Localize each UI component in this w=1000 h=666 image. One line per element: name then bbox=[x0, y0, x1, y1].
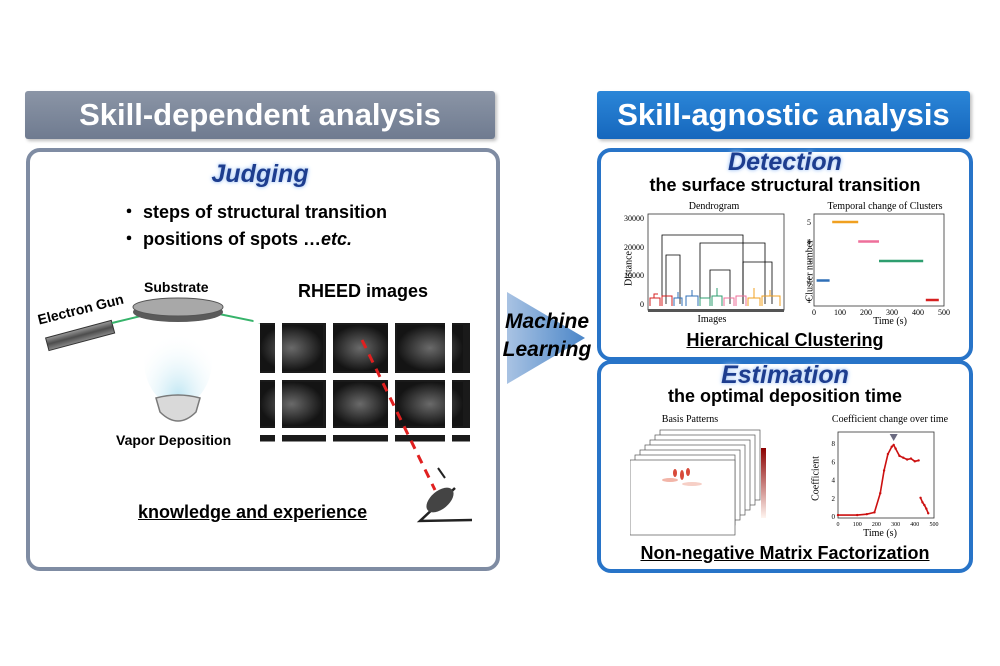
coefficient-ytick: 6 bbox=[832, 458, 836, 466]
coefficient-ytick: 2 bbox=[832, 495, 836, 503]
coefficient-point bbox=[890, 445, 893, 448]
rheed-apparatus-illustration bbox=[44, 297, 477, 523]
machine-learning-label: Machine Learning bbox=[497, 308, 597, 364]
dendrogram-xlabel: Images bbox=[697, 314, 727, 325]
hierarchical-clustering-label: Hierarchical Clustering bbox=[686, 330, 884, 350]
dendrogram-chart: 30000 20000 10000 0 bbox=[624, 213, 785, 312]
coefficient-xtick: 100 bbox=[853, 522, 862, 528]
clusters-ytick: 3 bbox=[807, 257, 811, 266]
clusters-xtick: 400 bbox=[912, 308, 924, 317]
coefficient-point bbox=[865, 512, 868, 516]
clusters-xtick: 0 bbox=[812, 308, 816, 317]
coefficient-point bbox=[894, 447, 897, 450]
dendrogram-title: Dendrogram bbox=[688, 201, 740, 212]
coefficient-point bbox=[913, 460, 916, 463]
skill-dependent-header: Skill-dependent analysis bbox=[25, 91, 495, 139]
dendrogram-ytick: 0 bbox=[640, 300, 644, 309]
bullet-suffix: etc. bbox=[321, 229, 353, 249]
electron-gun-icon bbox=[44, 319, 116, 352]
coefficient-point bbox=[879, 492, 882, 495]
vapor-plume bbox=[144, 314, 212, 406]
coefficient-point bbox=[921, 501, 924, 504]
coefficient-point bbox=[927, 512, 930, 515]
bullet-positions: ・ positions of spots …etc. bbox=[120, 225, 352, 251]
coefficient-xtick: 200 bbox=[872, 522, 881, 528]
coefficient-point bbox=[905, 458, 909, 461]
clusters-plot-frame bbox=[813, 213, 945, 307]
clusters-xtick: 500 bbox=[938, 308, 950, 317]
detection-subtitle: the surface structural transition bbox=[649, 175, 921, 195]
estimation-title: Estimation bbox=[721, 361, 849, 389]
detection-title: Detection bbox=[728, 148, 842, 176]
substrate-icon bbox=[132, 297, 224, 322]
rheed-image-grid bbox=[253, 316, 477, 445]
coefficient-point bbox=[882, 469, 886, 472]
coefficient-point bbox=[856, 513, 859, 517]
learning-text: Learning bbox=[502, 338, 592, 361]
coefficient-ytick: 8 bbox=[832, 440, 836, 448]
bullet-marker: ・ bbox=[120, 202, 138, 222]
coefficient-plot-frame bbox=[837, 431, 935, 519]
coefficient-xlabel: Time (s) bbox=[863, 528, 897, 539]
basis-patterns-title: Basis Patterns bbox=[661, 414, 719, 425]
coefficient-xtick: 500 bbox=[930, 522, 939, 528]
coefficient-point bbox=[902, 456, 905, 459]
clusters-xtick: 200 bbox=[860, 308, 872, 317]
clusters-xtick: 300 bbox=[886, 308, 898, 317]
coefficient-xtick: 300 bbox=[891, 522, 900, 528]
coefficient-xtick: 0 bbox=[837, 522, 840, 528]
coefficient-point bbox=[898, 454, 901, 458]
crucible-icon bbox=[155, 394, 201, 422]
judging-title: Judging bbox=[211, 160, 309, 188]
substrate-label: Substrate bbox=[144, 279, 209, 295]
machine-text: Machine bbox=[504, 310, 590, 333]
bullet-text: positions of spots … bbox=[143, 229, 322, 249]
coefficient-point bbox=[873, 511, 876, 514]
basis-pattern-spots bbox=[662, 468, 702, 486]
coefficient-point bbox=[836, 513, 840, 517]
detection-panel bbox=[597, 148, 973, 361]
dendrogram-links bbox=[661, 234, 773, 304]
clusters-title: Temporal change of Clusters bbox=[827, 201, 943, 212]
clusters-chart: 1 2 3 4 5 0 100 200 300 400 500 bbox=[807, 213, 950, 317]
clusters-ytick: 5 bbox=[807, 218, 811, 227]
coefficient-point bbox=[925, 507, 928, 510]
bullet-marker: ・ bbox=[120, 229, 138, 249]
clusters-xtick: 100 bbox=[834, 308, 846, 317]
clusters-ytick: 4 bbox=[807, 238, 811, 247]
eye-icon bbox=[416, 467, 473, 523]
coefficient-point bbox=[892, 443, 895, 447]
dendrogram-ytick: 30000 bbox=[624, 214, 644, 223]
coefficient-point bbox=[886, 452, 890, 456]
coefficient-point bbox=[909, 457, 913, 460]
dendrogram-ytick: 20000 bbox=[624, 243, 644, 252]
coefficient-point bbox=[923, 503, 926, 507]
coefficient-line bbox=[838, 443, 919, 516]
clusters-ytick: 2 bbox=[807, 277, 811, 286]
vapor-deposition-label: Vapor Deposition bbox=[116, 432, 232, 448]
bullet-steps: ・ steps of structural transition bbox=[120, 198, 387, 224]
dendrogram-ytick: 10000 bbox=[624, 271, 644, 280]
clusters-ytick: 1 bbox=[807, 296, 811, 305]
dendrogram-leaves bbox=[649, 288, 781, 306]
coefficient-point bbox=[917, 459, 920, 462]
colorbar bbox=[761, 448, 766, 518]
coefficient-point bbox=[919, 496, 922, 499]
optimal-time-marker bbox=[889, 434, 898, 441]
clusters-xlabel: Time (s) bbox=[873, 316, 907, 327]
skill-agnostic-header: Skill-agnostic analysis bbox=[597, 91, 970, 139]
knowledge-label: knowledge and experience bbox=[138, 502, 368, 522]
estimation-subtitle: the optimal deposition time bbox=[667, 386, 902, 406]
basis-patterns-stack bbox=[630, 429, 766, 536]
bullet-text: steps of structural transition bbox=[143, 202, 388, 222]
eye-sight-line bbox=[360, 339, 437, 491]
coefficient-ytick: 0 bbox=[832, 513, 836, 521]
coefficient-chart: 0 2 4 6 8 0 100 200 300 400 500 bbox=[832, 431, 939, 528]
coefficient-ytick: 4 bbox=[832, 477, 836, 485]
machine-learning-arrow bbox=[507, 292, 585, 384]
rheed-images-label: RHEED images bbox=[298, 281, 429, 301]
coefficient-xtick: 400 bbox=[910, 522, 919, 528]
nmf-label: Non-negative Matrix Factorization bbox=[640, 543, 930, 563]
coefficient-title: Coefficient change over time bbox=[831, 414, 949, 425]
